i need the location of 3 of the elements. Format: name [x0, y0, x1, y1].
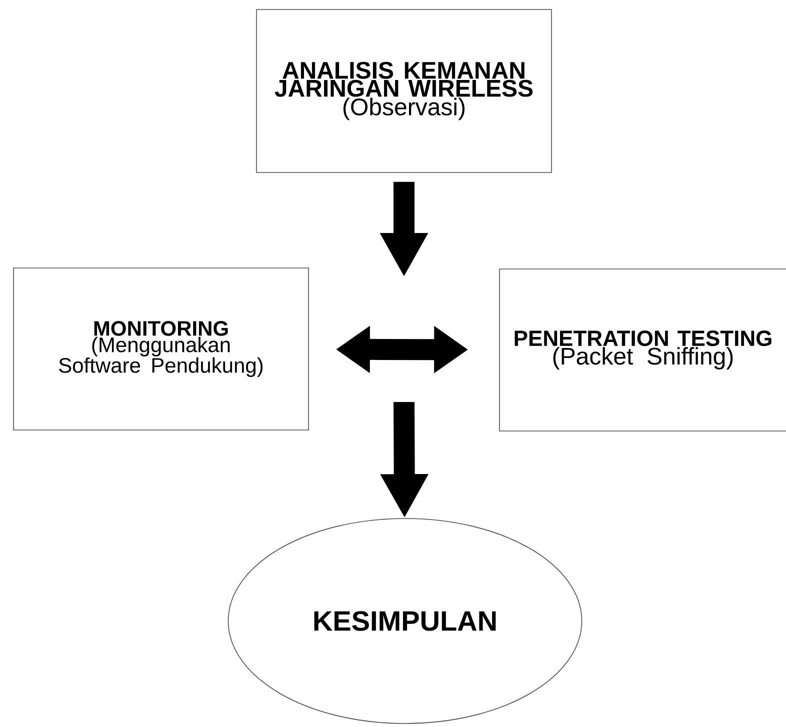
process-box: ANALISIS KEMANAN JARINGAN WIRELESS (Observasi): [256, 9, 552, 173]
process-box: PENETRATION TESTING (Packet Sniffing): [499, 268, 786, 432]
process-box: MONITORING (Menggunakan Software Pendukung): [13, 268, 309, 430]
